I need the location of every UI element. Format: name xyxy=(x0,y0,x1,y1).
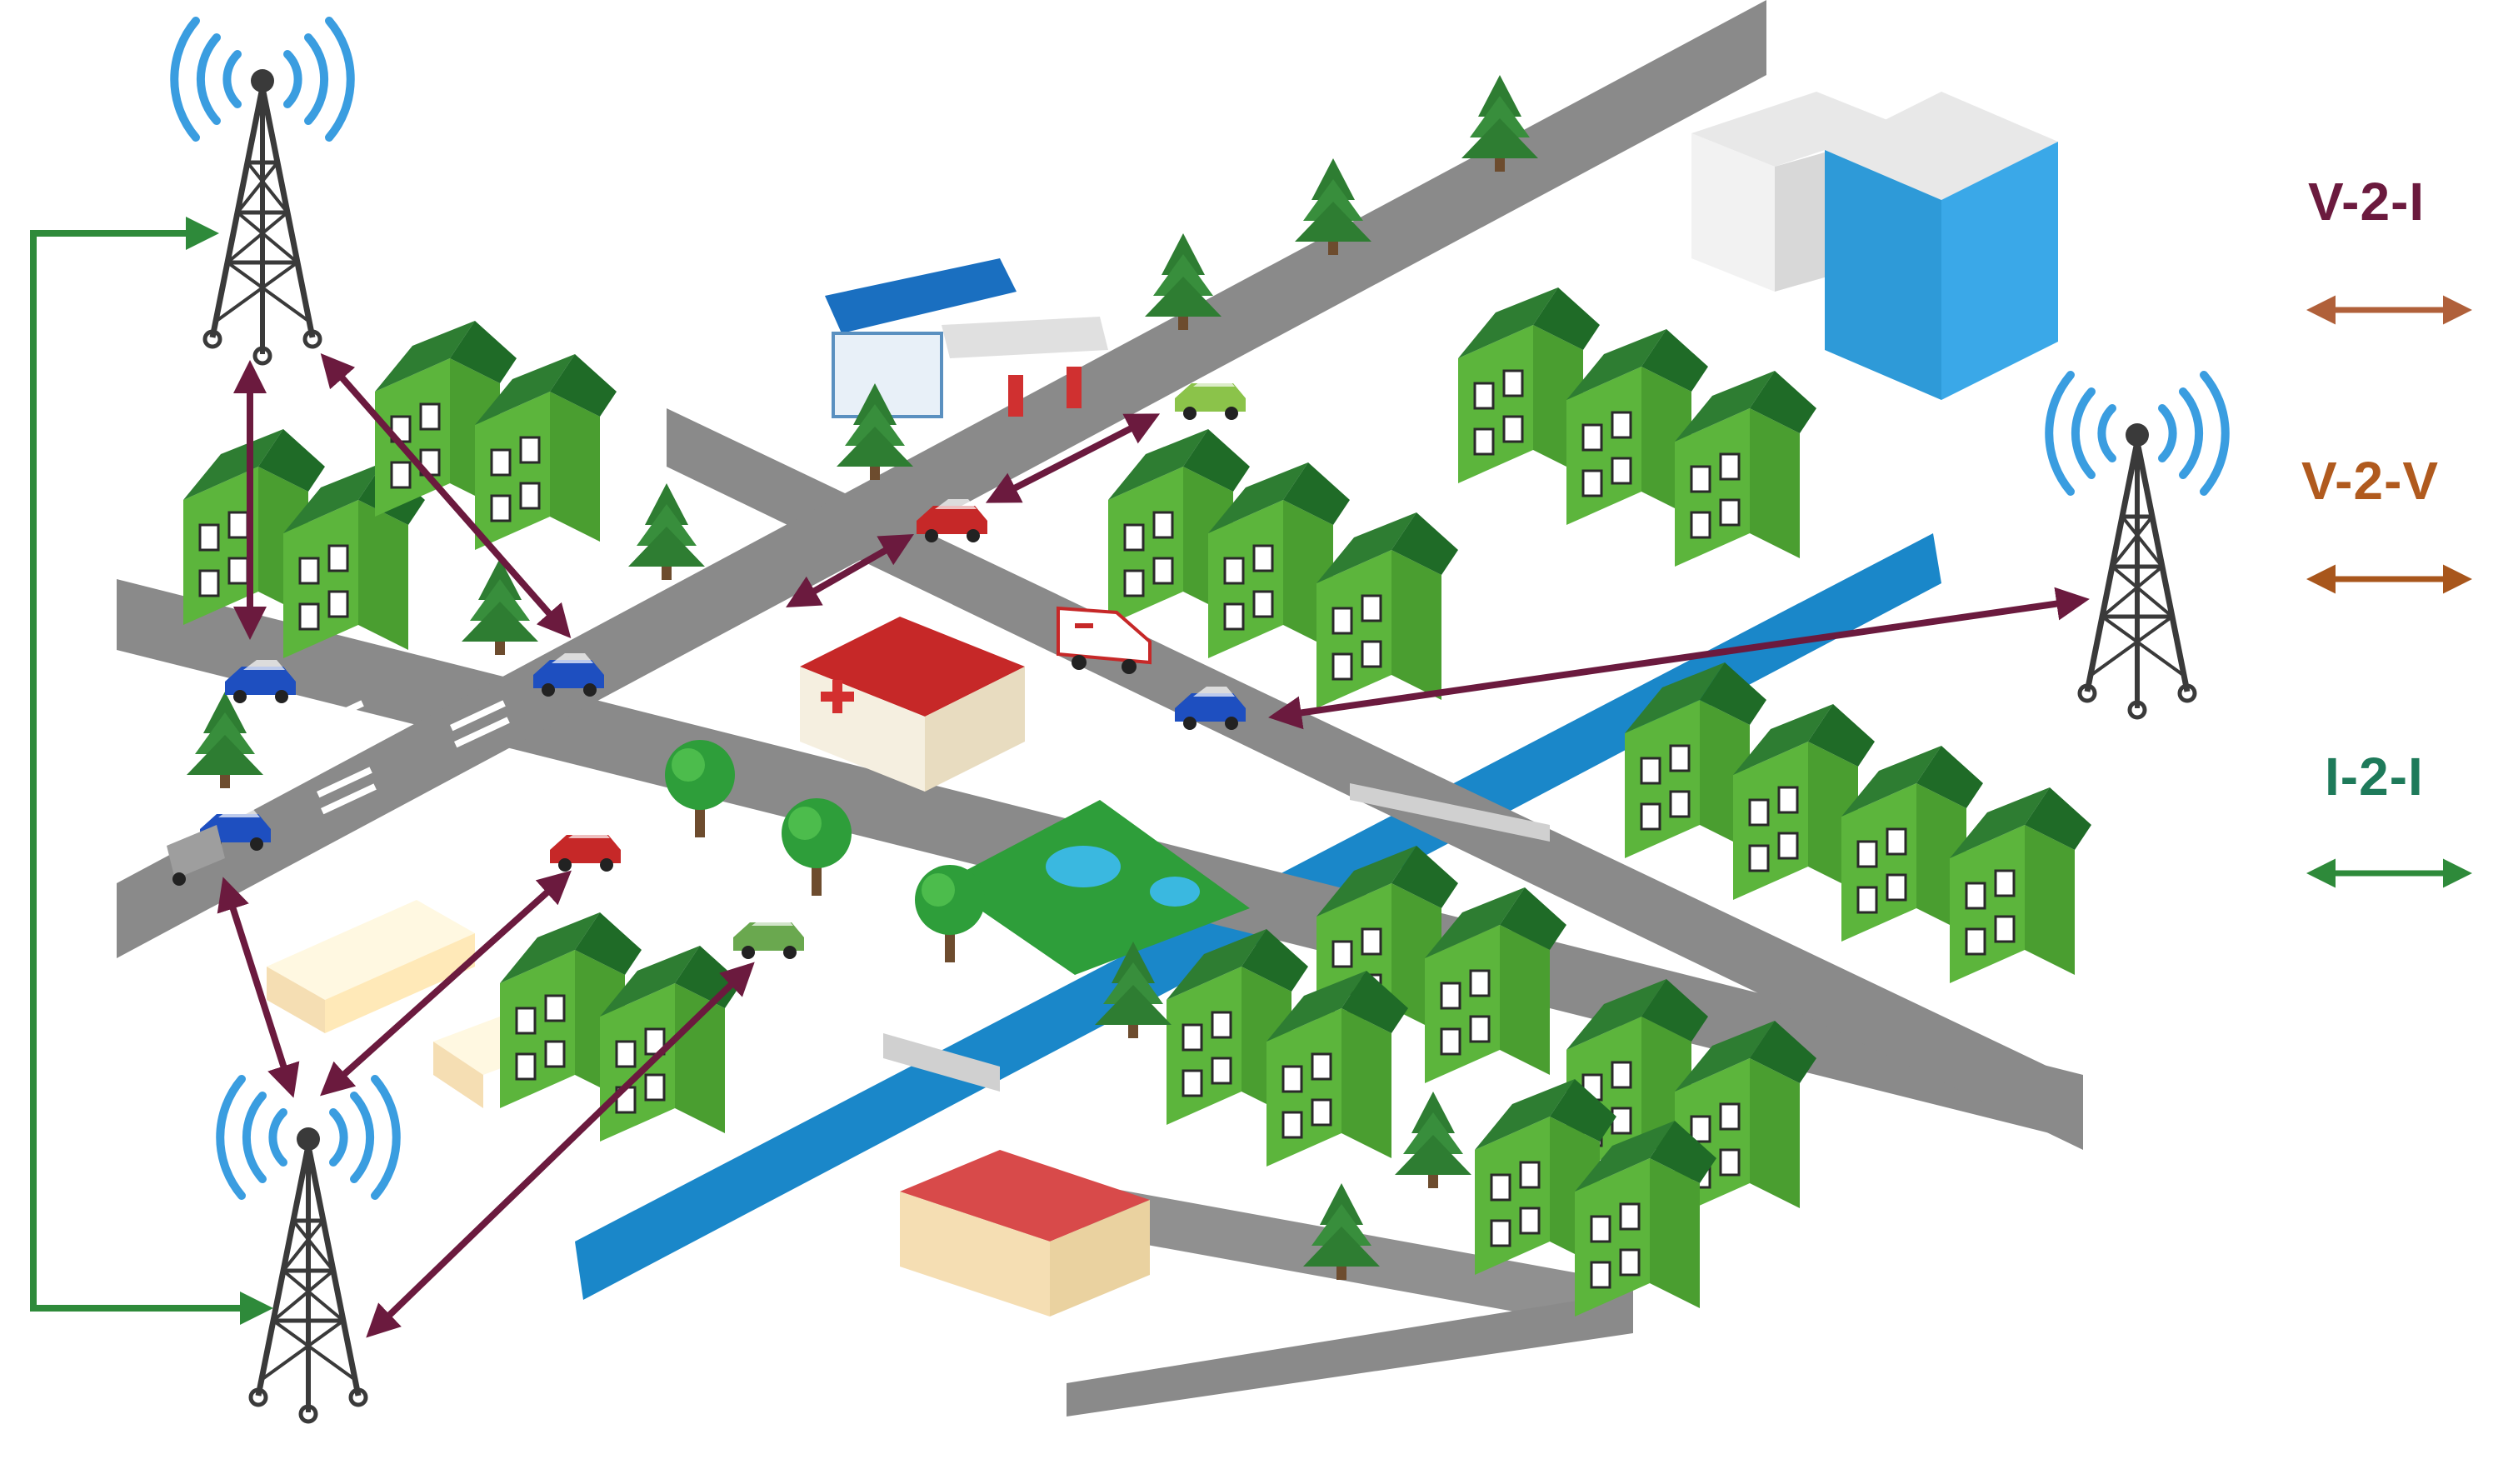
crosswalks xyxy=(308,700,510,815)
v2i-links xyxy=(217,352,2090,1338)
bridge xyxy=(883,783,1550,1092)
truck xyxy=(167,825,225,886)
factory xyxy=(900,1150,1150,1317)
gas-station-icon xyxy=(825,258,1108,418)
legend-v2i-label: V-2-I xyxy=(2308,172,2426,232)
legend-arrows xyxy=(2306,295,2472,888)
hospital-icon xyxy=(800,617,1025,792)
office-building-icon xyxy=(1691,92,2058,400)
legend-i2i-label: I-2-I xyxy=(2325,747,2424,807)
ambulance-icon xyxy=(1057,606,1152,674)
v2v-links xyxy=(786,413,1161,607)
i2i-link xyxy=(30,217,273,1325)
park-pond xyxy=(942,800,1250,975)
legend-v2v-label: V-2-V xyxy=(2301,451,2440,511)
